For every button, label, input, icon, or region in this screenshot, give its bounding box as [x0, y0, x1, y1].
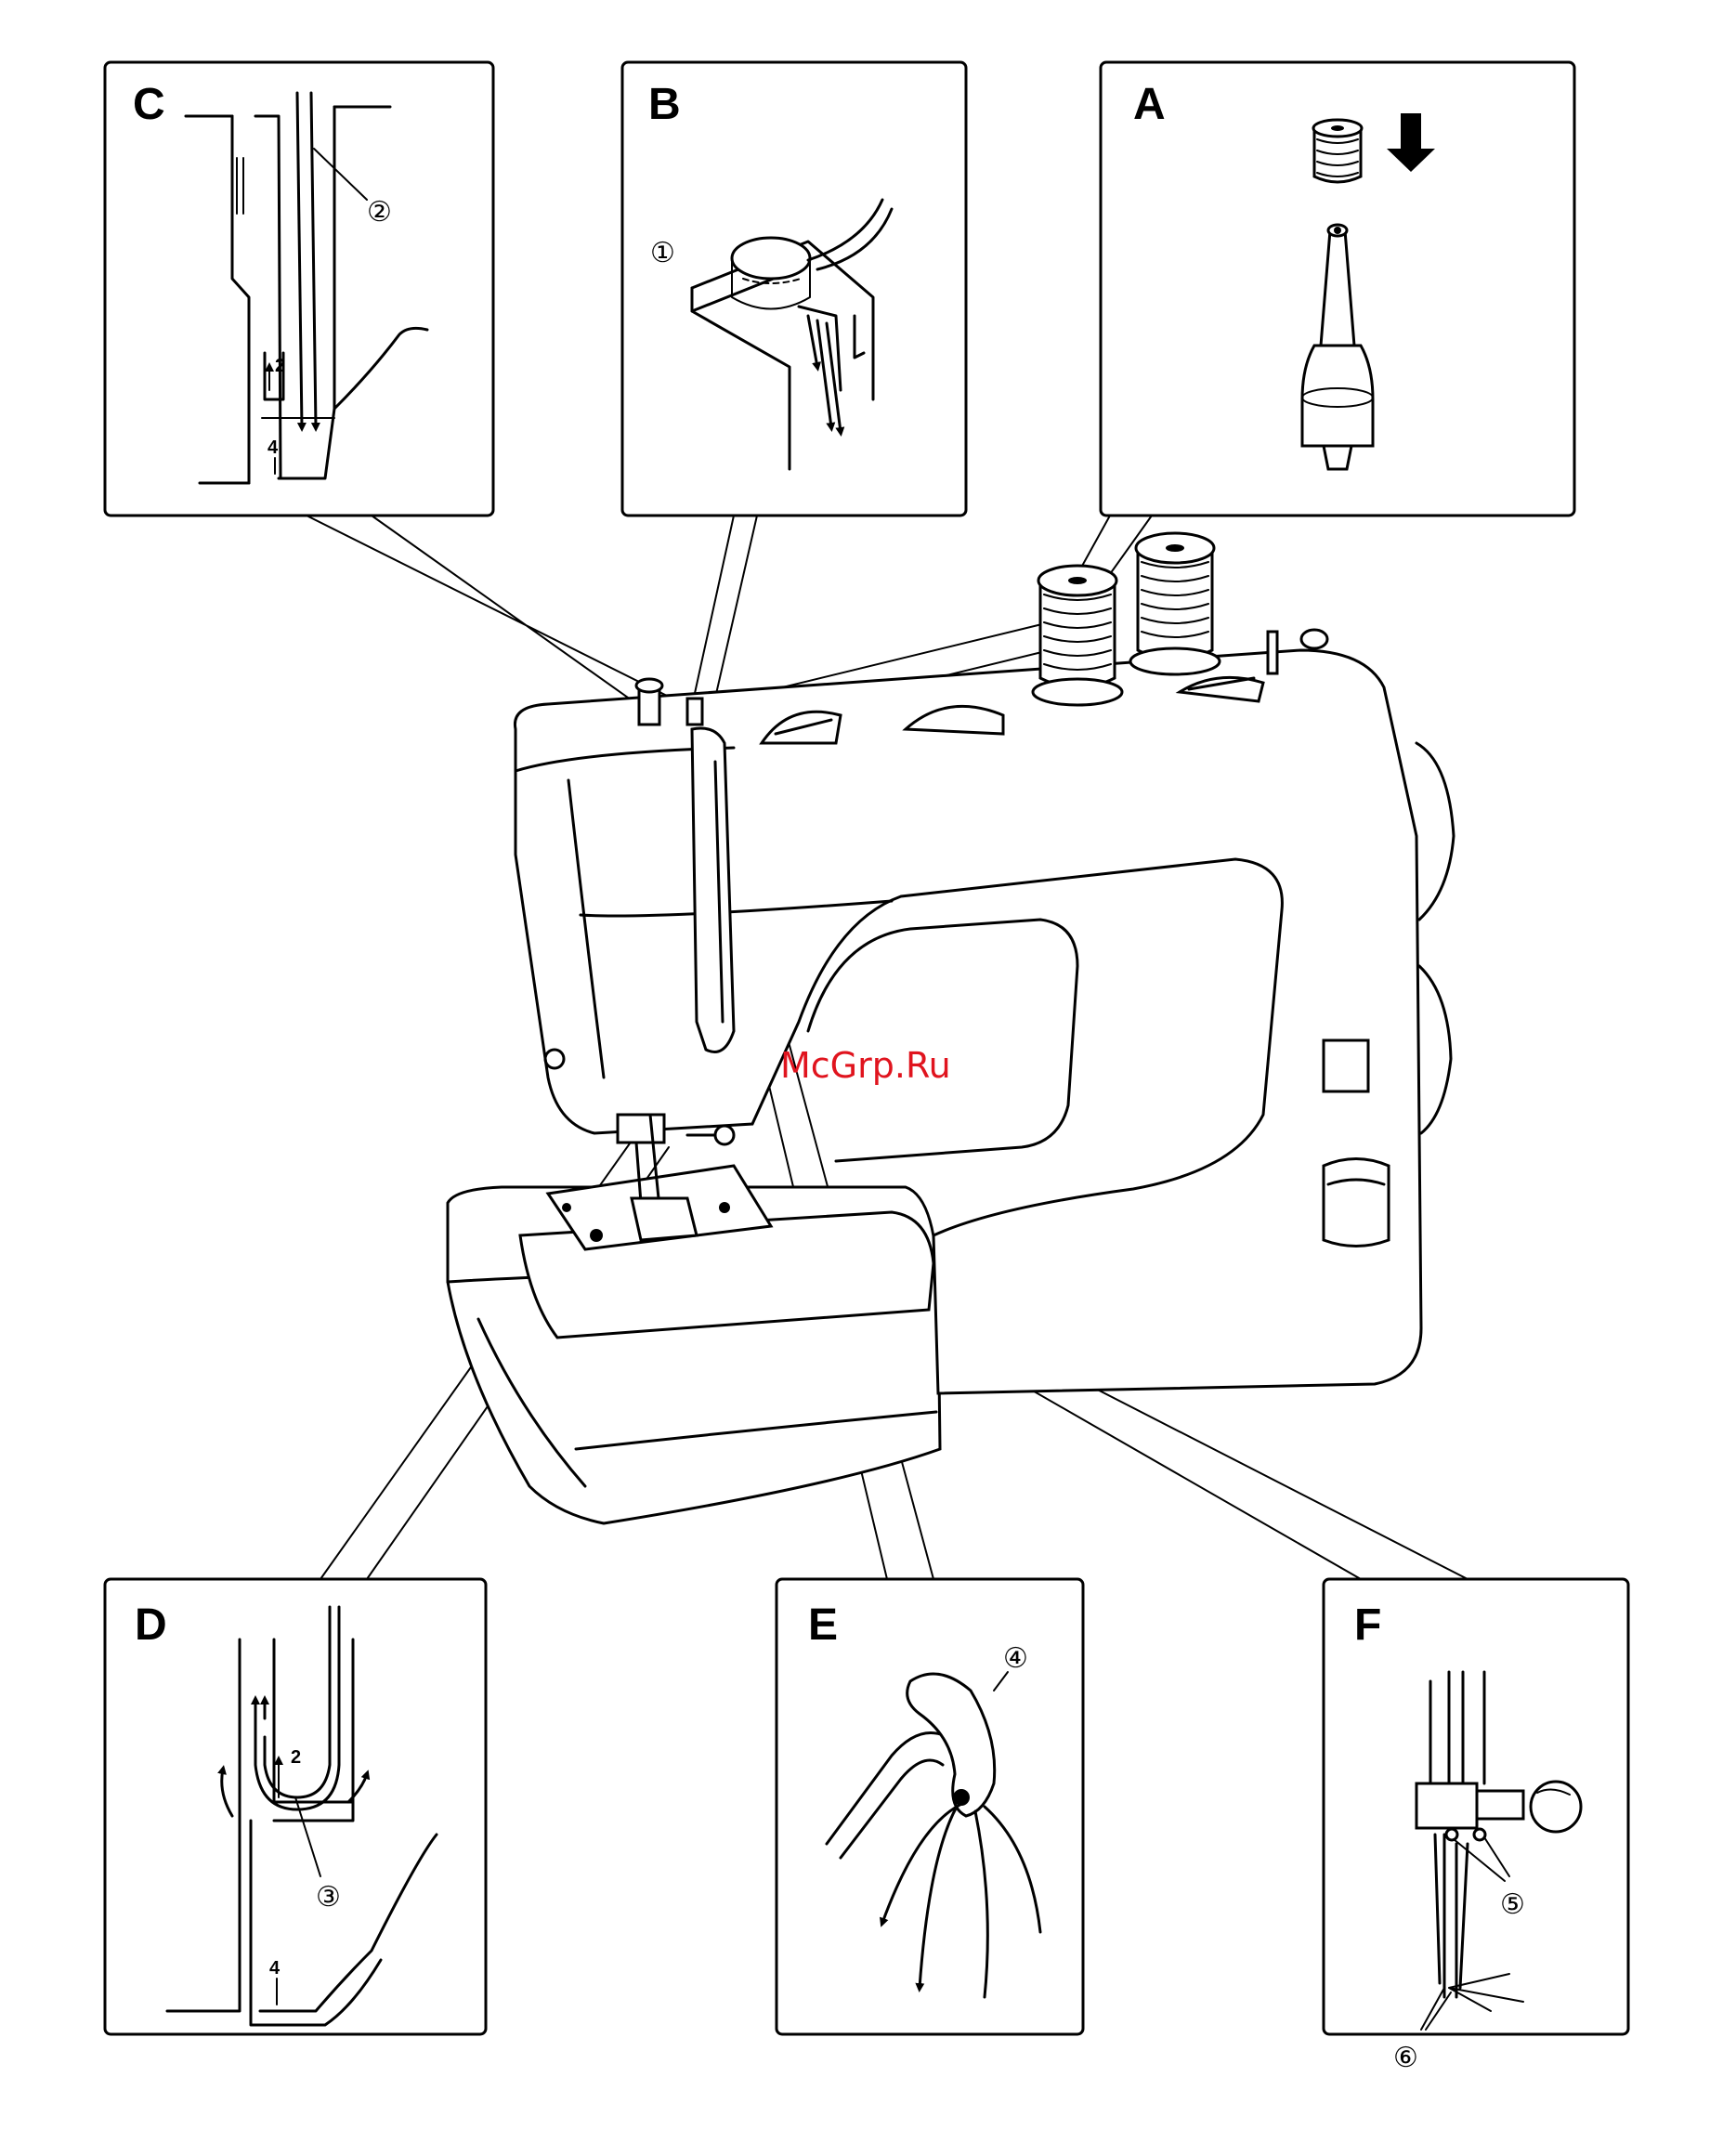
spool-icon: [1033, 566, 1122, 705]
svg-text:4: 4: [268, 438, 279, 458]
panel-b-label: B: [648, 80, 681, 129]
svg-text:2: 2: [275, 356, 285, 376]
panel-d-label: D: [135, 1600, 167, 1650]
panel-c: C 2 ② 4: [105, 62, 493, 516]
callout-2: ②: [367, 197, 392, 228]
panel-a-label: A: [1133, 80, 1166, 129]
callout-1: ①: [650, 238, 675, 268]
panel-f: F ⑤ ⑥: [1324, 1579, 1628, 2073]
panel-b: B ①: [622, 62, 966, 516]
panel-d: D 2 ③ 4: [105, 1579, 486, 2034]
callout-3: ③: [316, 1882, 341, 1913]
callout-5: ⑤: [1500, 1889, 1525, 1920]
spool-icon: [1313, 120, 1362, 182]
sewing-machine-icon: [448, 533, 1454, 1523]
panel-e: E ④: [777, 1579, 1083, 2034]
panel-f-label: F: [1354, 1600, 1381, 1650]
svg-text:4: 4: [269, 1958, 281, 1979]
callout-4: ④: [1003, 1643, 1028, 1674]
svg-text:2: 2: [291, 1747, 301, 1768]
panel-a: A: [1101, 62, 1574, 516]
spool-icon: [1130, 533, 1220, 674]
callout-6: ⑥: [1393, 2043, 1418, 2073]
watermark: McGrp.Ru: [780, 1045, 951, 1086]
panel-c-label: C: [133, 80, 165, 129]
panel-e-label: E: [808, 1600, 838, 1650]
